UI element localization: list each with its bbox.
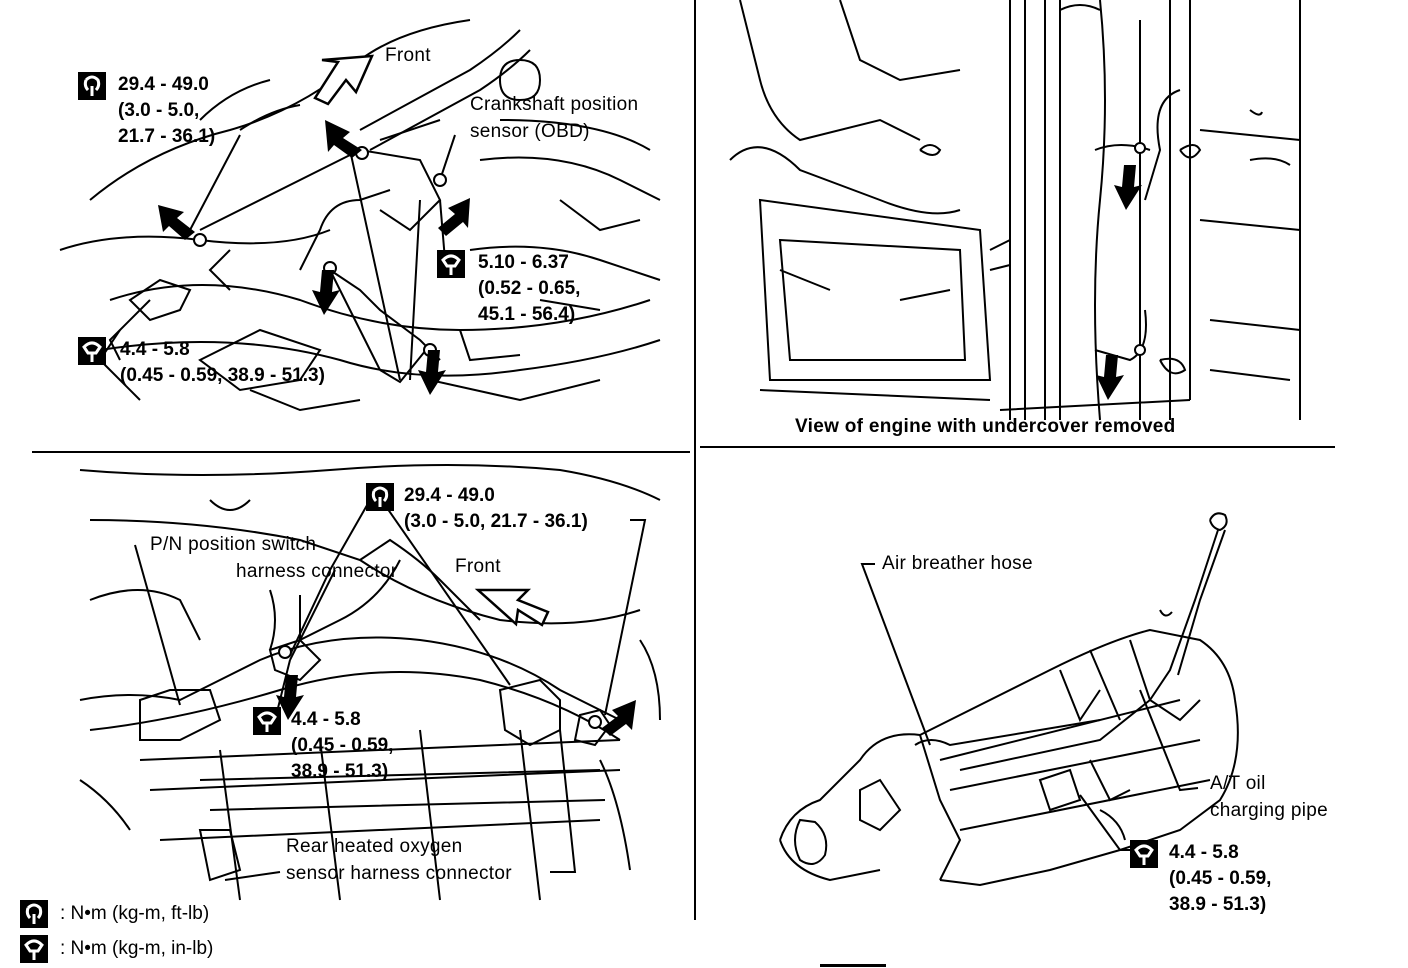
torque-line: (3.0 - 5.0, 21.7 - 36.1) — [404, 511, 588, 532]
arrow-top-left-4 — [312, 270, 340, 315]
bolt-top-left-2 — [433, 173, 447, 187]
bolt-bottom-left-1 — [278, 645, 292, 659]
torque-line: 29.4 - 49.0 — [404, 485, 495, 506]
torque-line: (3.0 - 5.0, — [118, 100, 200, 121]
pn-switch-connector-label: P/N position switch harness connector — [150, 531, 397, 585]
bottom-right-leaders — [860, 563, 1199, 851]
air-breather-hose-label: Air breather hose — [882, 553, 1033, 574]
torque-nm-icon — [20, 900, 48, 928]
arrow-bottom-left-1 — [276, 675, 304, 720]
torque-line: 29.4 - 49.0 — [118, 74, 209, 95]
arrow-bottom-left-2 — [602, 700, 636, 736]
torque-spec-bottom-right: 4.4 - 5.8 (0.45 - 0.59, 38.9 - 51.3) — [1169, 840, 1271, 918]
torque-inlb-icon — [1130, 840, 1158, 868]
top-right-underbody-sketch — [729, 0, 1301, 421]
torque-line: (0.45 - 0.59, — [291, 735, 394, 756]
torque-inlb-icon — [437, 250, 465, 278]
torque-spec-top-left-c: 4.4 - 5.8 (0.45 - 0.59, 38.9 - 51.3) — [120, 337, 325, 389]
front-arrow-bottom-left — [474, 588, 550, 627]
bottom-rule — [820, 964, 886, 967]
arrow-top-right-2 — [1096, 355, 1124, 400]
bolt-top-right-2 — [1134, 344, 1146, 356]
torque-inlb-icon — [20, 935, 48, 963]
torque-line: 5.10 - 6.37 — [478, 252, 569, 273]
bottom-left-leaders — [134, 499, 647, 881]
torque-line: 4.4 - 5.8 — [291, 709, 361, 730]
torque-line: 21.7 - 36.1) — [118, 126, 216, 147]
label-line: harness connector — [236, 561, 398, 582]
rear-o2-connector-label: Rear heated oxygen sensor harness connec… — [286, 833, 512, 887]
label-line: P/N position switch — [150, 534, 317, 555]
torque-line: 38.9 - 51.3) — [1169, 894, 1267, 915]
torque-line: (0.52 - 0.65, — [478, 278, 581, 299]
label-line: A/T oil — [1210, 773, 1266, 794]
legend-item-in-lb: : N•m (kg-m, in-lb) — [60, 938, 214, 959]
bolt-top-right-1 — [1134, 142, 1146, 154]
crankshaft-sensor-label: Crankshaft position sensor (OBD) — [470, 91, 638, 145]
arrow-top-left-1 — [325, 120, 362, 158]
front-arrow-top-left — [313, 54, 374, 106]
label-line: sensor (OBD) — [470, 121, 590, 142]
torque-line: (0.45 - 0.59, 38.9 - 51.3) — [120, 365, 325, 386]
label-line: Rear heated oxygen — [286, 836, 463, 857]
bottom-left-transmission-sketch — [79, 464, 661, 901]
label-line: Crankshaft position — [470, 94, 639, 115]
torque-spec-top-left-b: 5.10 - 6.37 (0.52 - 0.65, 45.1 - 56.4) — [478, 250, 580, 328]
arrow-top-right-1 — [1114, 165, 1142, 210]
torque-inlb-icon — [78, 337, 106, 365]
torque-spec-top-left-a: 29.4 - 49.0 (3.0 - 5.0, 21.7 - 36.1) — [118, 72, 215, 150]
torque-line: (0.45 - 0.59, — [1169, 868, 1272, 889]
torque-nm-icon — [78, 72, 106, 100]
torque-line: 45.1 - 56.4) — [478, 304, 576, 325]
torque-line: 38.9 - 51.3) — [291, 761, 389, 782]
arrow-top-left-3 — [438, 198, 470, 236]
bolt-bottom-left-2 — [588, 715, 602, 729]
arrow-top-left-2 — [158, 205, 195, 240]
torque-line: 4.4 - 5.8 — [120, 339, 190, 360]
front-label-bottom: Front — [455, 556, 501, 577]
label-line: sensor harness connector — [286, 863, 512, 884]
torque-line: 4.4 - 5.8 — [1169, 842, 1239, 863]
bolt-top-left-4 — [193, 233, 207, 247]
legend-item-ft-lb: : N•m (kg-m, ft-lb) — [60, 903, 210, 924]
torque-spec-bottom-left-a: 29.4 - 49.0 (3.0 - 5.0, 21.7 - 36.1) — [404, 483, 588, 535]
top-right-caption: View of engine with undercover removed — [795, 416, 1176, 437]
front-label-top: Front — [385, 45, 431, 66]
at-oil-charging-pipe-label: A/T oil charging pipe — [1210, 770, 1328, 824]
label-line: charging pipe — [1210, 800, 1328, 821]
torque-nm-icon — [366, 483, 394, 511]
torque-spec-bottom-left-b: 4.4 - 5.8 (0.45 - 0.59, 38.9 - 51.3) — [291, 707, 393, 785]
arrow-top-left-5 — [418, 350, 446, 395]
torque-inlb-icon — [253, 707, 281, 735]
